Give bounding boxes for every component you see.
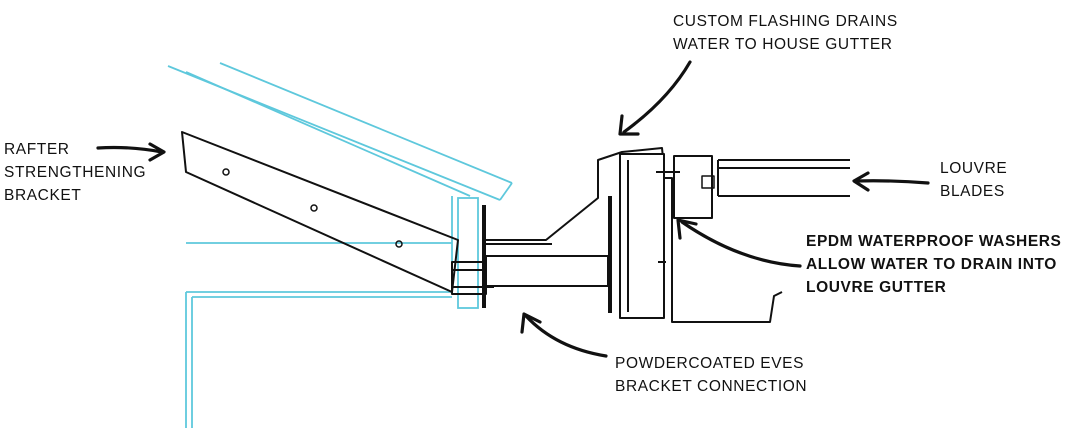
label-line: WATER TO HOUSE GUTTER: [673, 36, 893, 53]
flashing-arrow: [622, 60, 692, 134]
roof-line-inner: [219, 62, 513, 184]
powder-arrow: [524, 314, 608, 358]
label-custom-flashing: CUSTOM FLASHING DRAINS WATER TO HOUSE GU…: [673, 10, 898, 56]
louvre-beam: [619, 153, 665, 319]
label-line: BRACKET: [4, 187, 82, 204]
label-line: EPDM WATERPROOF WASHERS: [806, 233, 1062, 250]
louvre-gutter: [664, 177, 783, 323]
hardware: [181, 131, 850, 323]
louvre-arrow: [854, 179, 930, 185]
label-line: BRACKET CONNECTION: [615, 378, 808, 395]
label-rafter-strengthening-bracket: RAFTER STRENGTHENING BRACKET: [4, 138, 146, 207]
label-line: STRENGTHENING: [4, 164, 147, 181]
rafter-bracket: [181, 131, 459, 293]
epdm-arrowhead: [676, 218, 698, 240]
label-line: BLADES: [940, 183, 1005, 200]
louvre-pivot-pin: [701, 175, 715, 189]
label-epdm-washers: EPDM WATERPROOF WASHERS ALLOW WATER TO D…: [806, 230, 1062, 299]
louvre-pivot-block: [673, 155, 713, 219]
bracket-bolt-1: [222, 168, 230, 176]
roof-edge: [499, 182, 513, 201]
bracket-bolt-2: [310, 204, 318, 212]
label-louvre-blades: LOUVRE BLADES: [940, 157, 1007, 203]
label-line: LOUVRE: [940, 160, 1008, 177]
epdm-arrow: [680, 220, 802, 268]
powder-arrowhead: [520, 312, 542, 334]
label-line: CUSTOM FLASHING DRAINS: [673, 13, 898, 30]
eaves-bracket-arm: [485, 255, 609, 287]
label-line: POWDERCOATED EVES: [615, 355, 805, 372]
callout-arrows: [96, 60, 930, 358]
flashing-arrowhead: [618, 114, 640, 136]
louvre-arrowhead: [852, 171, 870, 192]
label-powdercoated-eves: POWDERCOATED EVES BRACKET CONNECTION: [615, 352, 807, 398]
label-line: LOUVRE GUTTER: [806, 279, 947, 296]
rafter-arrow: [96, 145, 164, 154]
label-line: RAFTER: [4, 141, 70, 158]
custom-flashing: [486, 147, 665, 241]
rafter-bottom-line: [185, 71, 471, 197]
fascia-board: [457, 197, 479, 309]
rafter-arrowhead: [148, 142, 166, 162]
house-structure: [167, 62, 513, 428]
bracket-bolt-3: [395, 240, 403, 248]
label-line: ALLOW WATER TO DRAIN INTO: [806, 256, 1057, 273]
